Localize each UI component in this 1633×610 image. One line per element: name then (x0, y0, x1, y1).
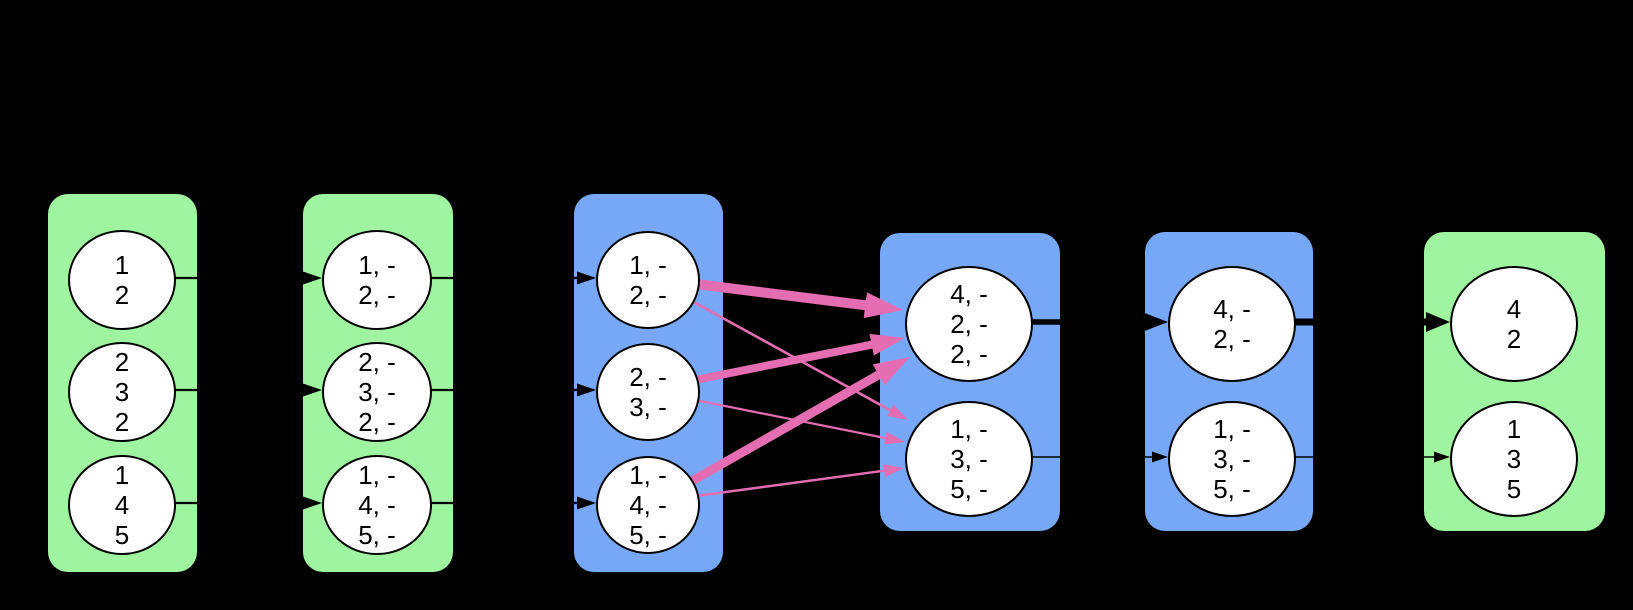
node-n3-label-line: 5 (114, 520, 130, 550)
node-n1-label-line: 1 (114, 250, 130, 280)
node-n13-label-line: 3, - (1213, 444, 1251, 474)
node-n15-label-line: 1 (1506, 414, 1522, 444)
node-n5-label-line: 2, - (358, 407, 396, 437)
node-n9-label-line: 4, - (629, 490, 667, 520)
node-n2-label-line: 3 (114, 377, 130, 407)
graph-node-n8: 2, -3, - (596, 343, 700, 441)
graph-node-n7: 1, -2, - (596, 231, 700, 329)
node-n15-label-line: 3 (1506, 444, 1522, 474)
graph-node-n10: 4, -2, -2, - (905, 266, 1033, 382)
graph-node-n11: 1, -3, -5, - (905, 401, 1033, 517)
graph-node-n6: 1, -4, -5, - (322, 455, 432, 555)
node-n4-label-line: 1, - (358, 250, 396, 280)
node-n10-label-line: 4, - (950, 279, 988, 309)
node-n7-label-line: 1, - (629, 250, 667, 280)
node-n4-label-line: 2, - (358, 280, 396, 310)
node-n7-label-line: 2, - (629, 280, 667, 310)
node-n6-label-line: 1, - (358, 460, 396, 490)
node-n3-label-line: 1 (114, 460, 130, 490)
node-n14-label-line: 2 (1506, 324, 1522, 354)
node-n8-label-line: 3, - (629, 392, 667, 422)
node-n9-label-line: 5, - (629, 520, 667, 550)
graph-node-n9: 1, -4, -5, - (596, 456, 700, 554)
node-n15-label-line: 5 (1506, 474, 1522, 504)
node-n8-label-line: 2, - (629, 362, 667, 392)
node-n11-label-line: 5, - (950, 474, 988, 504)
node-n13-label-line: 5, - (1213, 474, 1251, 504)
graph-node-n12: 4, -2, - (1168, 266, 1296, 382)
node-n13-label-line: 1, - (1213, 414, 1251, 444)
node-n11-label-line: 1, - (950, 414, 988, 444)
node-n3-label-line: 4 (114, 490, 130, 520)
graph-node-n5: 2, -3, -2, - (322, 342, 432, 442)
node-n14-label-line: 4 (1506, 294, 1522, 324)
edge-p6-line (694, 468, 891, 498)
node-n11-label-line: 3, - (950, 444, 988, 474)
edge-p5-line (693, 398, 892, 441)
node-n5-label-line: 3, - (358, 377, 396, 407)
node-n6-label-line: 4, - (358, 490, 396, 520)
node-n1-label-line: 2 (114, 280, 130, 310)
node-n10-label-line: 2, - (950, 339, 988, 369)
node-n5-label-line: 2, - (358, 347, 396, 377)
graph-node-n4: 1, -2, - (322, 230, 432, 330)
node-n9-label-line: 1, - (629, 460, 667, 490)
node-n10-label-line: 2, - (950, 309, 988, 339)
node-n2-label-line: 2 (114, 407, 130, 437)
node-n12-label-line: 2, - (1213, 324, 1251, 354)
node-n2-label-line: 2 (114, 347, 130, 377)
node-n12-label-line: 4, - (1213, 294, 1251, 324)
graph-node-n13: 1, -3, -5, - (1168, 401, 1296, 517)
node-n6-label-line: 5, - (358, 520, 396, 550)
